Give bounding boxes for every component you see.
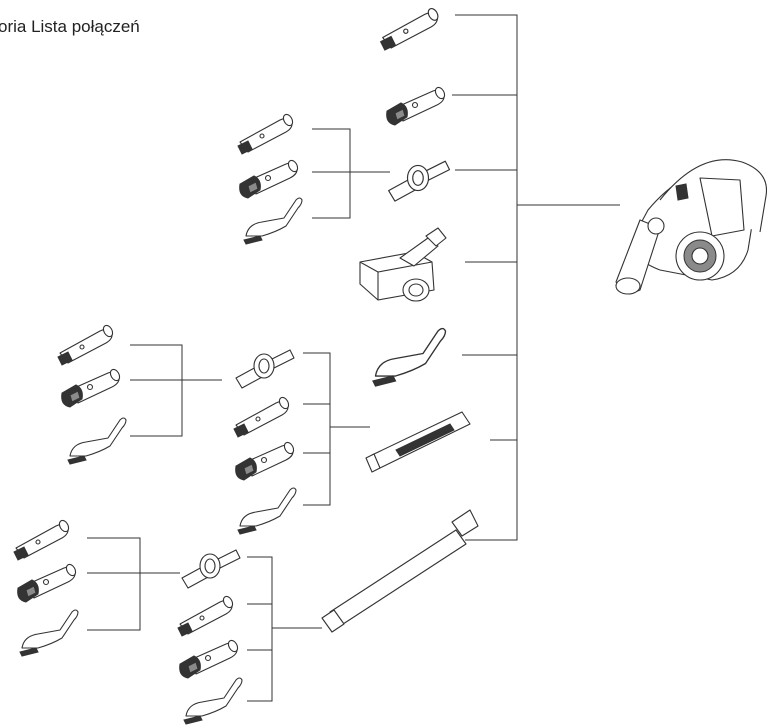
dusting-brush-br — [183, 677, 243, 725]
connector-lines — [87, 14, 620, 702]
combination-nozzle-br — [179, 638, 241, 679]
crevice-tool-bl — [13, 518, 72, 561]
angle-adapter-bottom — [181, 549, 241, 589]
extension-hose — [365, 411, 471, 473]
combination-nozzle-ml — [61, 367, 123, 408]
dusting-brush-ml — [67, 417, 127, 465]
angle-adapter-top — [388, 160, 451, 202]
dusting-brush-mr — [237, 487, 297, 535]
crevice-tool-mr — [233, 395, 292, 438]
angle-adapter-mid — [235, 349, 295, 389]
combination-nozzle-tl — [239, 158, 301, 199]
diagram-title: oria Lista połączeń — [0, 17, 140, 36]
dusting-brush-tl — [243, 197, 303, 245]
crevice-tool-br — [177, 594, 236, 637]
combination-nozzle-top — [386, 85, 448, 126]
crevice-tool-ml — [57, 323, 116, 366]
dusting-brush-bl — [19, 609, 79, 657]
handheld-vacuum — [615, 159, 767, 295]
combination-nozzle-mr — [235, 440, 297, 481]
crevice-tool-tl — [237, 112, 296, 155]
crevice-tool-top — [380, 6, 441, 51]
combination-nozzle-bl — [17, 562, 79, 603]
dusting-brush-large — [372, 327, 447, 387]
extension-tube — [321, 509, 479, 633]
mini-turbo-brush — [359, 227, 447, 302]
